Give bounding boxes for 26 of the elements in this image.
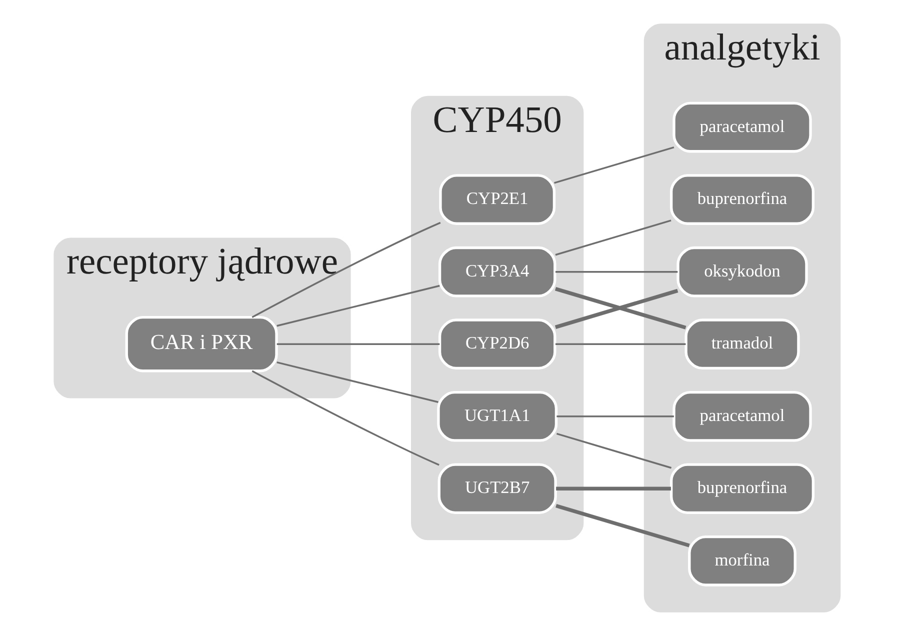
node-box: morfina bbox=[688, 535, 796, 586]
connector bbox=[276, 343, 440, 345]
node-box: buprenorfina bbox=[670, 463, 815, 514]
node-box: tramadol bbox=[684, 318, 800, 370]
node-box: UGT1A1 bbox=[437, 390, 558, 442]
connector bbox=[555, 270, 678, 273]
connector bbox=[555, 220, 672, 256]
node-box: CAR i PXR bbox=[125, 316, 278, 372]
connector bbox=[554, 146, 674, 184]
node-box: CYP3A4 bbox=[438, 246, 556, 298]
node-box: CYP2D6 bbox=[438, 318, 556, 370]
connector bbox=[556, 504, 690, 548]
node-box: buprenorfina bbox=[670, 174, 815, 225]
connector bbox=[276, 362, 438, 403]
connector bbox=[276, 284, 440, 327]
node-box: paracetamol bbox=[672, 102, 812, 153]
node-box: CYP2E1 bbox=[439, 174, 556, 225]
connector bbox=[252, 370, 440, 466]
connector bbox=[555, 343, 686, 345]
node-box: UGT2B7 bbox=[438, 463, 557, 514]
connector bbox=[556, 416, 674, 418]
connector bbox=[556, 432, 672, 469]
node-box: paracetamol bbox=[672, 390, 812, 442]
connector bbox=[556, 486, 671, 490]
node-box: oksykodon bbox=[676, 246, 808, 298]
connector bbox=[252, 222, 441, 318]
